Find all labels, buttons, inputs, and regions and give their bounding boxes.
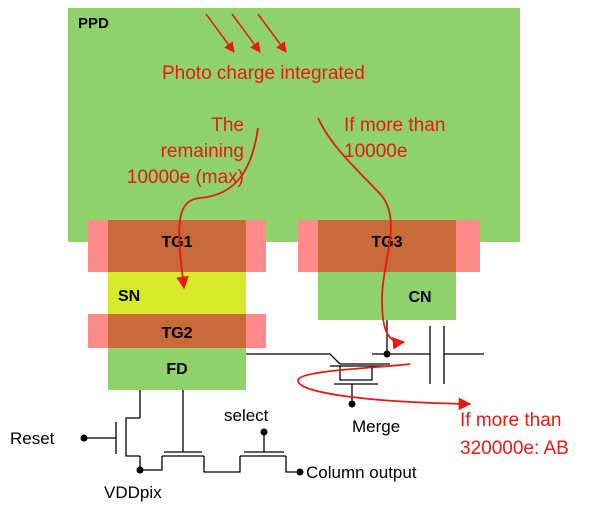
tg2-gate bbox=[108, 314, 246, 348]
ppd-region bbox=[68, 8, 520, 242]
column-output-wire bbox=[285, 456, 300, 473]
light-arrow-3 bbox=[257, 13, 287, 53]
overflow-text-2: 10000e bbox=[344, 141, 407, 162]
fd-to-merge-wire bbox=[246, 353, 390, 365]
charge-flow bbox=[176, 117, 472, 411]
charge-path-overflow bbox=[317, 117, 406, 350]
column-output-dot bbox=[296, 468, 304, 476]
overflow-text-1: If more than bbox=[344, 115, 445, 136]
merge-source-wire bbox=[339, 366, 373, 381]
reset-label: Reset bbox=[10, 429, 55, 448]
remaining-text-1: The bbox=[211, 115, 244, 136]
ppd-label: PPD bbox=[78, 15, 109, 32]
sn-label: SN bbox=[118, 288, 140, 305]
antiblooming-text-2: 320000e: AB bbox=[460, 438, 569, 459]
fd-node bbox=[108, 348, 246, 390]
merge-label: Merge bbox=[352, 417, 400, 436]
cn-label: CN bbox=[408, 289, 431, 306]
remaining-text-2: remaining bbox=[161, 141, 244, 162]
select-label: select bbox=[224, 406, 269, 425]
vdd-dot bbox=[136, 466, 144, 474]
vddpix-label: VDDpix bbox=[104, 483, 162, 502]
charge-path-antiblooming bbox=[297, 363, 472, 411]
tg1-gate bbox=[108, 220, 246, 272]
merge-gate-dot bbox=[348, 400, 356, 408]
circuit-nodes bbox=[80, 350, 391, 476]
tg2-label: TG2 bbox=[161, 325, 192, 342]
fd-label: FD bbox=[166, 361, 187, 378]
vdd-rail bbox=[140, 456, 163, 471]
sf-to-select-wire bbox=[203, 456, 241, 473]
light-arrows bbox=[205, 13, 287, 53]
tg3-label: TG3 bbox=[371, 234, 402, 251]
charge-path-remaining bbox=[176, 127, 259, 290]
select-gate-dot bbox=[260, 428, 268, 436]
cn-node bbox=[318, 272, 456, 320]
remaining-text-3: 10000e (max) bbox=[127, 167, 244, 188]
light-arrow-1 bbox=[205, 13, 235, 53]
cap-node-dot bbox=[383, 350, 391, 358]
reset-input-dot bbox=[80, 434, 88, 442]
light-arrow-2 bbox=[231, 13, 261, 53]
column-output-label: Column output bbox=[306, 463, 417, 482]
reset-channel bbox=[125, 417, 140, 457]
antiblooming-text-1: If more than bbox=[460, 410, 561, 431]
photo-charge-text: Photo charge integrated bbox=[162, 63, 365, 84]
tg1-label: TG1 bbox=[161, 234, 192, 251]
